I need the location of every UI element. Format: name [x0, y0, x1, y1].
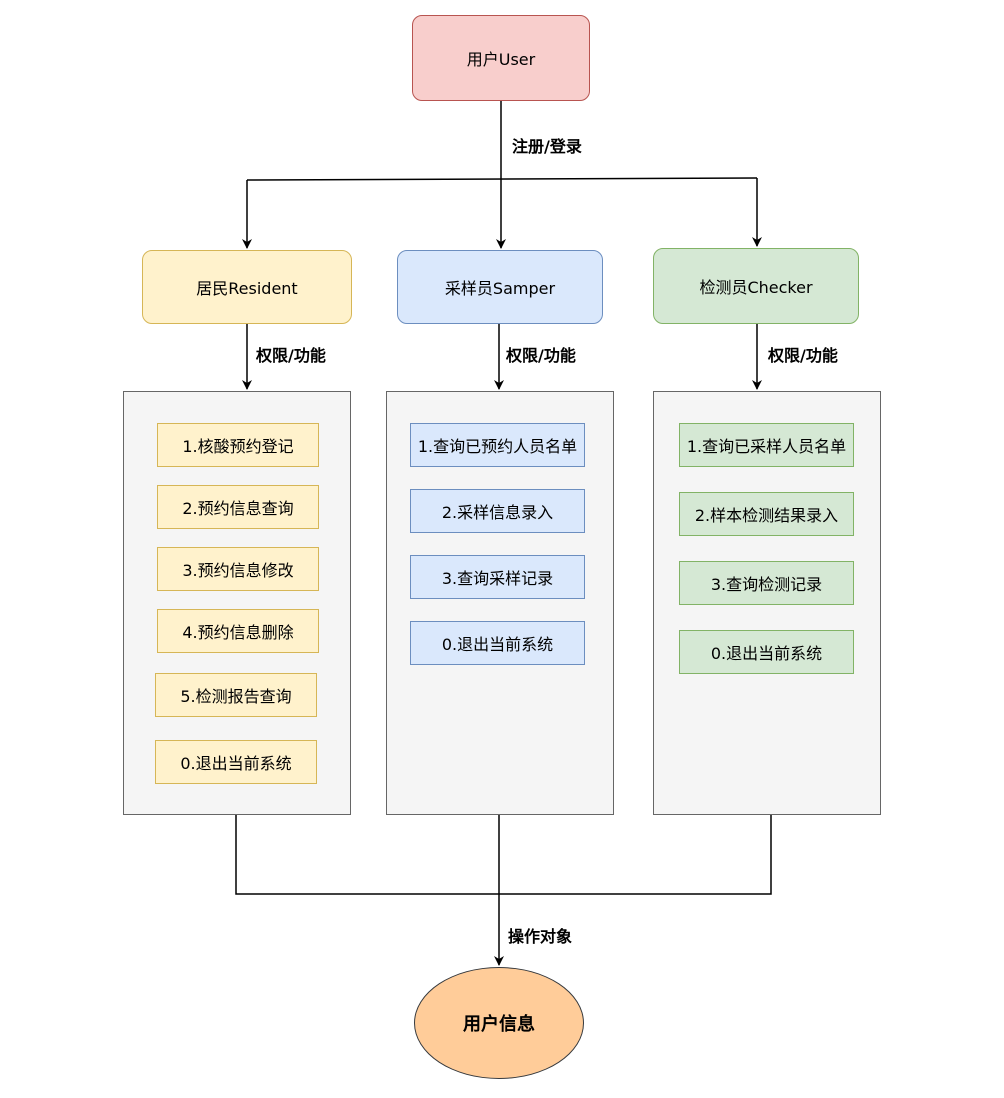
user-info-label: 用户信息 — [463, 1014, 535, 1035]
branch-line — [246, 177, 758, 181]
samper-function-item: 1.查询已预约人员名单 — [410, 423, 585, 467]
user-node-label: 用户User — [466, 50, 536, 69]
checker-node: 检测员Checker — [653, 248, 859, 324]
checker-function-item: 0.退出当前系统 — [679, 630, 854, 674]
resident-function-item: 0.退出当前系统 — [155, 740, 317, 784]
resident-function-item: 1.核酸预约登记 — [157, 423, 319, 467]
resident-node: 居民Resident — [142, 250, 352, 324]
samper-function-item: 2.采样信息录入 — [410, 489, 585, 533]
resident-function-item: 5.检测报告查询 — [155, 673, 317, 717]
resident-function-item: 3.预约信息修改 — [157, 547, 319, 591]
samper-function-item: 0.退出当前系统 — [410, 621, 585, 665]
resident-permission-label: 权限/功能 — [256, 346, 326, 365]
checker-function-item: 2.样本检测结果录入 — [679, 492, 854, 536]
samper-node: 采样员Samper — [397, 250, 603, 324]
checker-function-item: 3.查询检测记录 — [679, 561, 854, 605]
samper-permission-label: 权限/功能 — [506, 346, 576, 365]
operate-object-label: 操作对象 — [508, 927, 573, 946]
samper-function-item: 3.查询采样记录 — [410, 555, 585, 599]
user-info-node: 用户信息 — [414, 967, 584, 1079]
resident-node-label: 居民Resident — [196, 279, 298, 298]
checker-node-label: 检测员Checker — [699, 278, 813, 297]
checker-function-item: 1.查询已采样人员名单 — [679, 423, 854, 467]
register-login-label: 注册/登录 — [512, 137, 582, 156]
resident-function-item: 2.预约信息查询 — [157, 485, 319, 529]
checker-permission-label: 权限/功能 — [768, 346, 838, 365]
user-node: 用户User — [412, 15, 590, 101]
merge-line — [235, 815, 772, 895]
resident-function-item: 4.预约信息删除 — [157, 609, 319, 653]
samper-node-label: 采样员Samper — [444, 279, 556, 298]
